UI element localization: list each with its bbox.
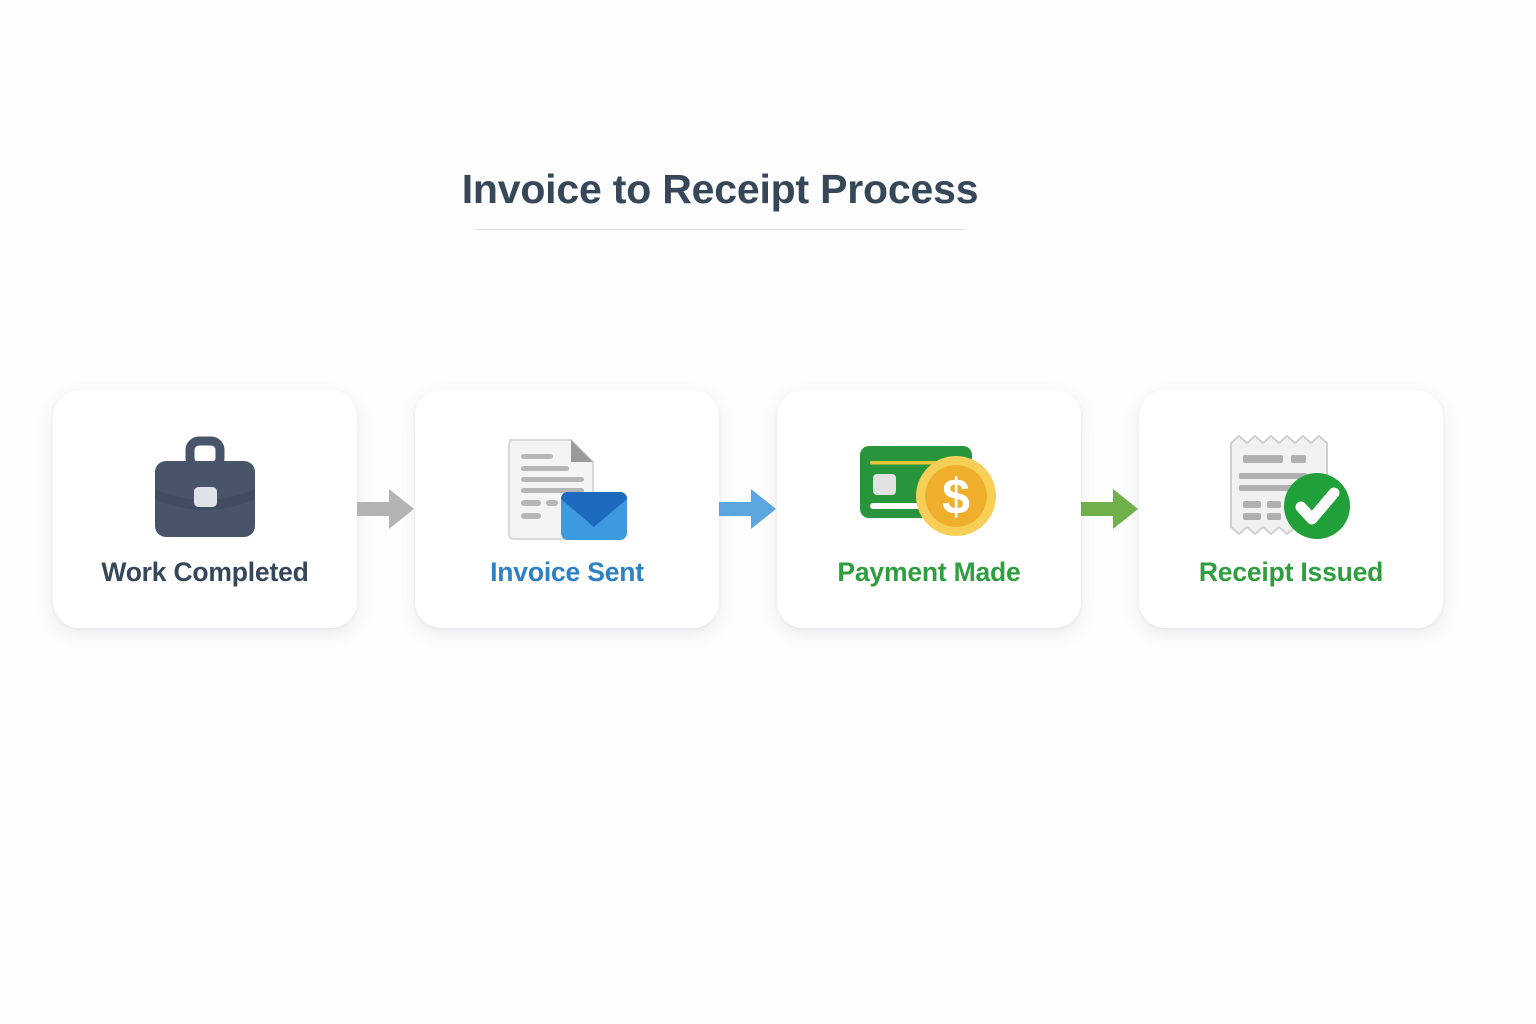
page-title: Invoice to Receipt Process — [461, 166, 979, 212]
briefcase-icon-svg — [155, 436, 255, 537]
arrow-right-icon — [357, 489, 414, 529]
credit-card-coin-icon-svg: $ — [860, 445, 996, 536]
arrow-right-icon — [1081, 489, 1138, 529]
receipt-check-icon — [1216, 431, 1366, 547]
credit-card-coin-icon: $ — [854, 431, 1004, 547]
process-flow-row: Work Completed — [53, 390, 1443, 628]
step-card-invoice-sent[interactable]: Invoice Sent — [415, 390, 719, 628]
arrow-right-icon — [719, 489, 776, 529]
arrow-invoice-to-payment — [719, 390, 777, 628]
step-label-payment-made: Payment Made — [837, 556, 1021, 587]
step-label-invoice-sent: Invoice Sent — [490, 556, 644, 587]
step-card-payment-made[interactable]: $ Payment Made — [777, 390, 1081, 628]
step-card-receipt-issued[interactable]: Receipt Issued — [1139, 390, 1443, 628]
page-title-block: Invoice to Receipt Process — [0, 166, 1440, 231]
title-underline-rule — [475, 229, 965, 231]
step-card-work-completed[interactable]: Work Completed — [53, 390, 357, 628]
step-label-receipt-issued: Receipt Issued — [1198, 556, 1384, 587]
document-envelope-icon-svg — [508, 438, 627, 540]
arrow-work-to-invoice — [357, 390, 415, 628]
briefcase-icon — [130, 431, 280, 547]
arrow-payment-to-receipt — [1081, 390, 1139, 628]
svg-text:$: $ — [942, 469, 970, 525]
step-label-work-completed: Work Completed — [101, 556, 309, 587]
document-envelope-icon — [492, 431, 642, 547]
receipt-check-icon-svg — [1230, 434, 1350, 539]
